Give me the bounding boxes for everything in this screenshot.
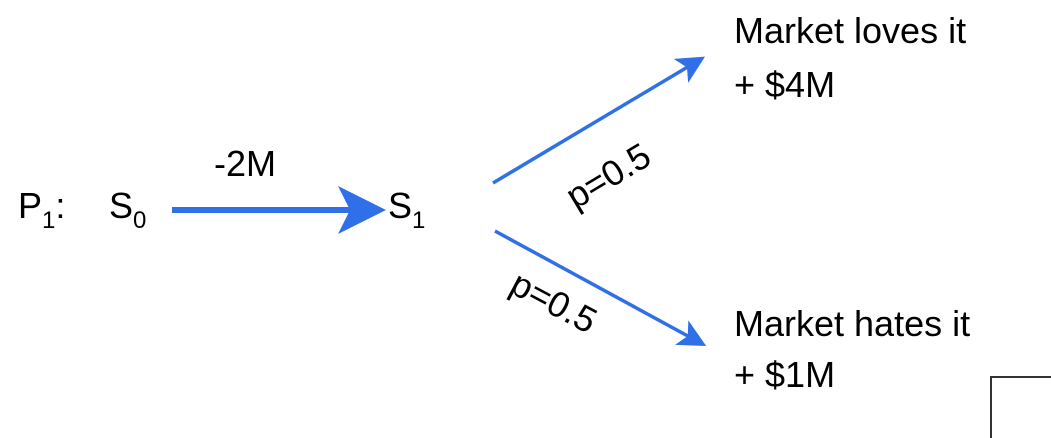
process-label-main: P [18,185,43,226]
state-s0-sub: 0 [133,207,147,234]
state-s0-main: S [109,185,134,226]
state-s0: S0 [109,185,146,233]
state-s1-main: S [388,185,413,226]
diagram-arrows [172,56,707,347]
branch-arrow-upper [492,56,706,185]
process-label-suffix: : [55,185,66,226]
process-label-sub: 1 [42,207,56,234]
state-s1: S1 [388,185,425,233]
lower-payoff-label: + $1M [734,354,836,395]
lower-outcome-label: Market hates it [734,303,971,344]
state-s1-sub: 1 [412,207,426,234]
branch-arrow-lower [494,229,707,347]
upper-payoff-label: + $4M [734,64,836,105]
partial-box-outline [990,376,1051,438]
transition-cost-label: -2M [214,143,276,184]
upper-outcome-label: Market loves it [734,10,967,51]
process-label: P1: [18,185,66,233]
